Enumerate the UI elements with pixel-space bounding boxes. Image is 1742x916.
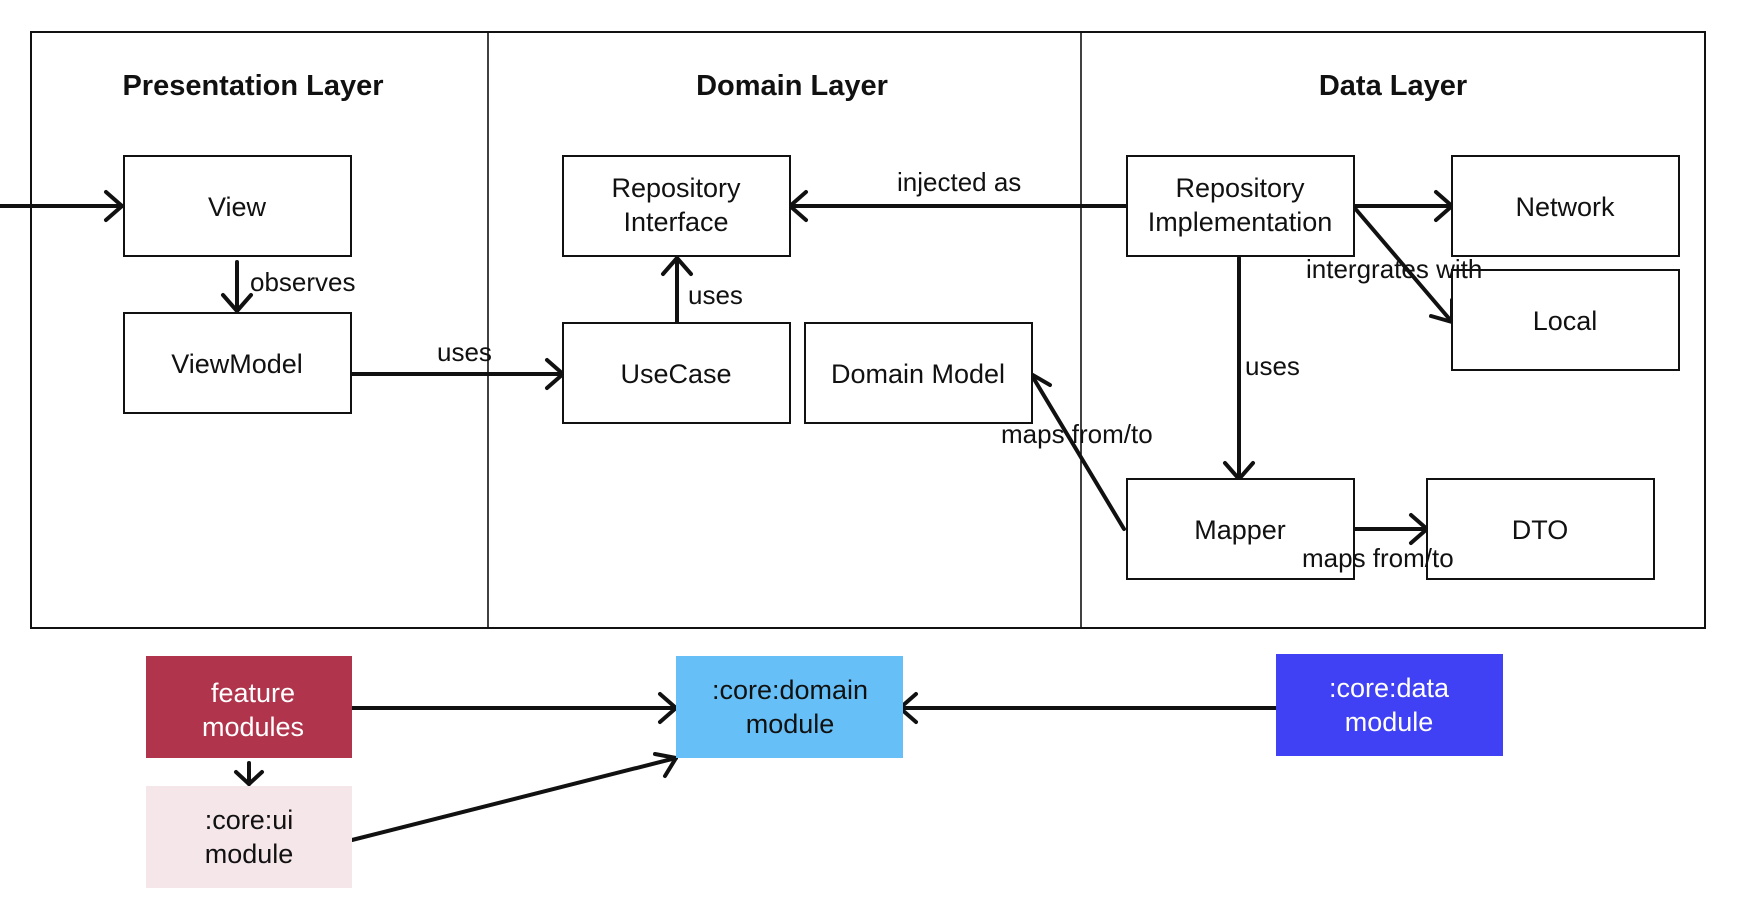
feature-modules-label-line1: feature (211, 678, 295, 708)
observes-arrow-head (221, 293, 253, 313)
repository-interface-label-line2: Interface (623, 207, 728, 237)
repository-interface-node[interactable]: Repository Interface (562, 155, 791, 257)
local-arrow (1351, 204, 1454, 324)
usecase-uses-label: uses (688, 280, 743, 310)
usecase-uses-arrow-head (661, 256, 693, 276)
injected-as-label: injected as (897, 167, 1021, 197)
feature-modules-label-line2: modules (202, 712, 304, 742)
core-domain-module-label-line2: module (746, 709, 835, 739)
repository-implementation-label-line2: Implementation (1148, 207, 1333, 237)
network-label: Network (1515, 192, 1615, 222)
maps-domain-label: maps from/to (1001, 419, 1153, 449)
core-ui-module-label-line2: module (205, 839, 294, 869)
dto-label: DTO (1512, 515, 1569, 545)
repository-implementation-label-line1: Repository (1175, 173, 1305, 203)
local-node[interactable]: Local (1451, 269, 1680, 371)
core-domain-module-box[interactable]: :core:domain module (676, 656, 903, 758)
domain-model-label: Domain Model (831, 359, 1005, 389)
core-data-module-box[interactable]: :core:data module (1276, 654, 1503, 756)
core-data-module-label-line1: :core:data (1329, 673, 1450, 703)
local-label: Local (1533, 306, 1598, 336)
entry-arrow-head (104, 190, 124, 222)
mapper-node[interactable]: Mapper (1126, 478, 1355, 580)
feature-modules-box[interactable]: feature modules (146, 656, 352, 758)
core-domain-module-label-line1: :core:domain (712, 675, 868, 705)
presentation-layer-title: Presentation Layer (122, 70, 383, 102)
data-layer-title: Data Layer (1319, 70, 1467, 102)
viewmodel-label: ViewModel (171, 349, 303, 379)
usecase-node[interactable]: UseCase (562, 322, 791, 424)
ui-to-domain-arrow-head (653, 752, 678, 778)
maps-domain-arrow (1029, 372, 1126, 531)
viewmodel-node[interactable]: ViewModel (123, 312, 352, 414)
observes-label: observes (250, 267, 356, 297)
ui-to-domain-arrow (350, 756, 678, 842)
network-node[interactable]: Network (1451, 155, 1680, 257)
repository-implementation-node[interactable]: Repository Implementation (1126, 155, 1355, 257)
core-ui-module-label-line1: :core:ui (205, 805, 294, 835)
viewmodel-uses-label: uses (437, 337, 492, 367)
domain-model-node[interactable]: Domain Model (804, 322, 1033, 424)
integrates-with-label: intergrates with (1306, 254, 1482, 284)
view-node[interactable]: View (123, 155, 352, 257)
usecase-label: UseCase (620, 359, 731, 389)
impl-uses-label: uses (1245, 351, 1300, 381)
mapper-label: Mapper (1194, 515, 1286, 545)
view-label: View (208, 192, 267, 222)
domain-layer-title: Domain Layer (696, 70, 888, 102)
dto-node[interactable]: DTO (1426, 478, 1655, 580)
maps-dto-label: maps from/to (1302, 543, 1454, 573)
core-ui-module-box[interactable]: :core:ui module (146, 786, 352, 888)
feature-to-ui-arrow-head (234, 770, 264, 786)
core-data-module-label-line2: module (1345, 707, 1434, 737)
layers-frame (30, 31, 1706, 629)
repository-interface-label-line1: Repository (611, 173, 741, 203)
